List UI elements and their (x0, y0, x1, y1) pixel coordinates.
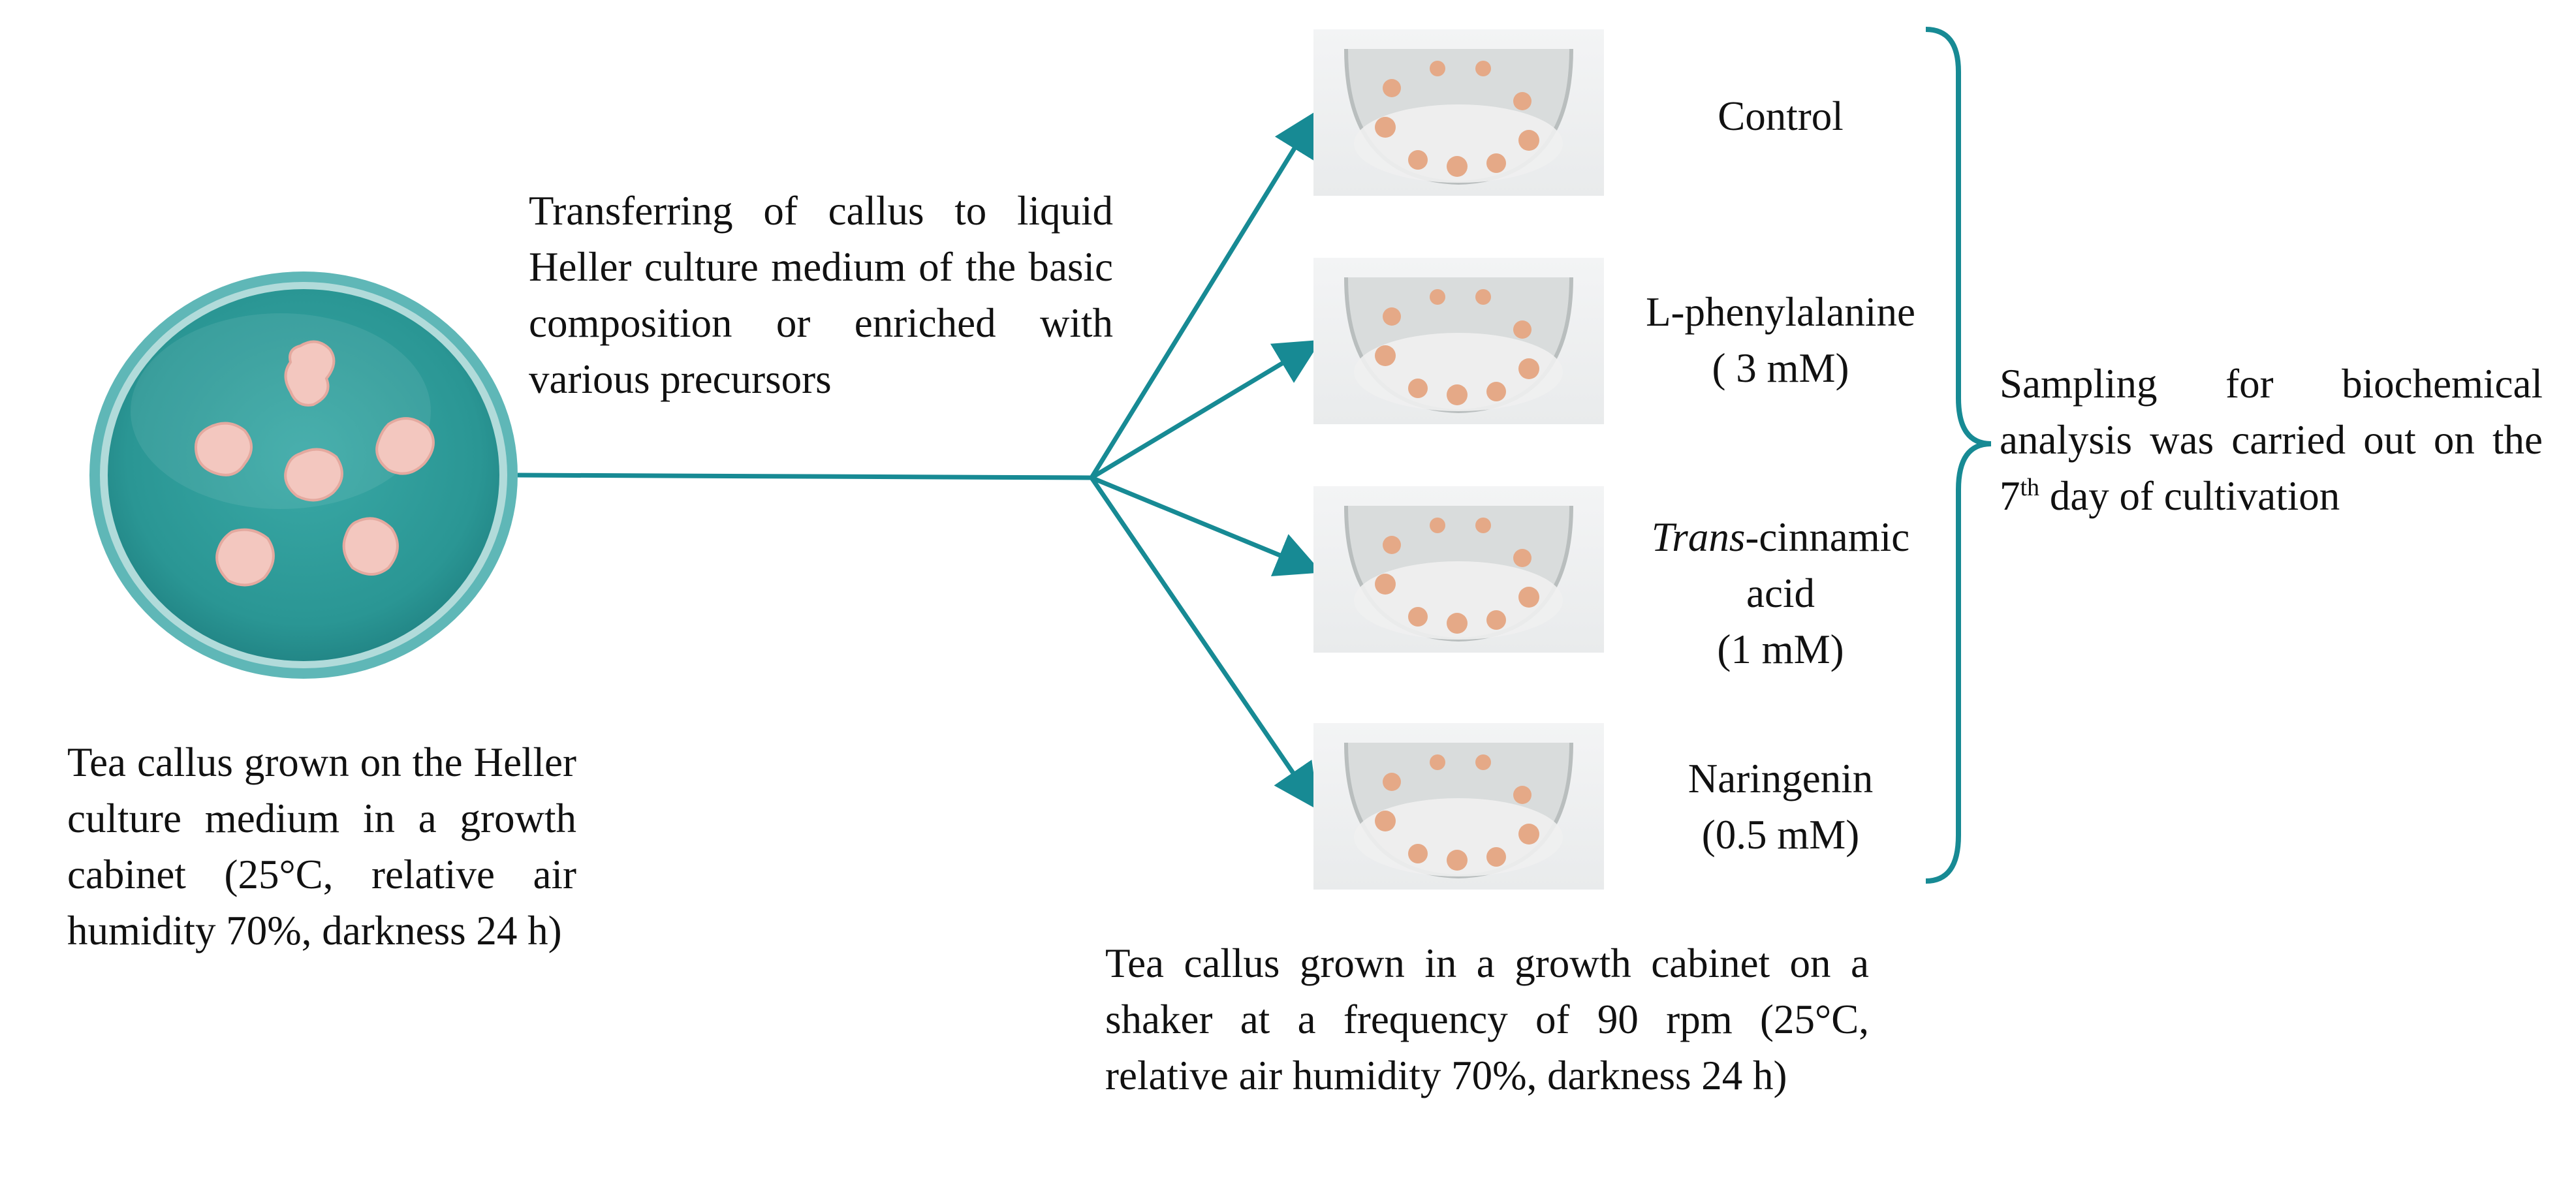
label-cinnamic: Trans-cinnamic acid (1 mM) (1612, 509, 1949, 677)
flask-photo-control (1313, 29, 1604, 196)
flask-photo-phenylalanine (1313, 258, 1604, 424)
label-naringenin: Naringenin (0.5 mM) (1612, 751, 1949, 863)
treatment-concentration: (0.5 mM) (1701, 812, 1860, 858)
treatment-label-italic: Trans (1651, 514, 1746, 560)
sampling-superscript: th (2020, 474, 2040, 501)
callus-pieces (194, 340, 435, 587)
treatment-concentration: (1 mM) (1717, 627, 1844, 672)
treatment-label: Control (1718, 93, 1844, 139)
label-phenylalanine: L-phenylalanine ( 3 mM) (1612, 284, 1949, 396)
flask-photo-naringenin (1313, 723, 1604, 890)
main-connector-line (517, 473, 1092, 480)
treatment-label-line2: acid (1746, 570, 1815, 616)
sampling-text: Sampling for biochemical analysis was ca… (2000, 361, 2543, 519)
flask-photo-cinnamic (1313, 486, 1604, 653)
treatment-label-rest: -cinnamic (1745, 514, 1910, 560)
source-caption: Tea callus grown on the Heller culture m… (67, 739, 576, 953)
arrow-to-control (1090, 110, 1319, 479)
label-control: Control (1612, 88, 1949, 144)
treatment-concentration: ( 3 mM) (1712, 345, 1849, 391)
treatment-label: Naringenin (1688, 756, 1874, 801)
sampling-caption: Sampling for biochemical analysis was ca… (2000, 356, 2543, 524)
petri-dish-image (89, 271, 518, 679)
shaker-caption: Tea callus grown in a growth cabinet on … (1105, 940, 1869, 1098)
curly-brace (1925, 27, 1992, 884)
transfer-caption: Transferring of callus to liquid Heller … (529, 188, 1113, 402)
sampling-text-end: day of cultivation (2039, 473, 2340, 519)
treatment-label: L-phenylalanine (1646, 289, 1915, 335)
branch-arrows (1090, 110, 1322, 811)
arrow-to-cinnamic (1090, 475, 1322, 577)
arrow-to-phenylalanine (1090, 339, 1322, 480)
arrow-to-naringenin (1090, 476, 1319, 811)
